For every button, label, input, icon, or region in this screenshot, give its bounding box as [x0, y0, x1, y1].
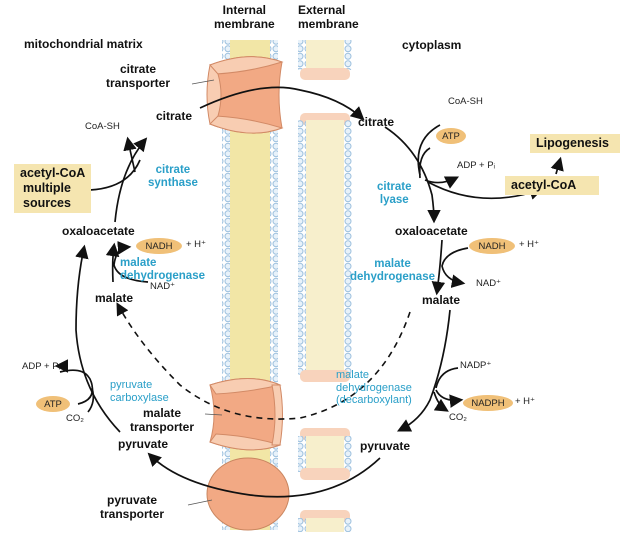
- matrix-atp-oval: ATP: [36, 396, 70, 412]
- cyto-nadh-oval: NADH: [469, 238, 515, 254]
- matrix-label: mitochondrial matrix: [24, 37, 143, 51]
- matrix-nadh-oval: NADH: [136, 238, 182, 254]
- lipogenesis-box: Lipogenesis: [530, 134, 620, 153]
- citrate-transporter-shape: [206, 56, 284, 134]
- matrix-coa-sh: CoA-SH: [85, 121, 120, 132]
- pathway-arrows: [54, 86, 564, 498]
- cyto-nadph-oval: NADPH: [463, 395, 513, 411]
- cyto-coa-sh: CoA-SH: [448, 96, 483, 107]
- malate-dashed-arrow: [116, 302, 411, 420]
- cyto-h-plus: + H⁺: [519, 239, 540, 250]
- matrix-oxaloacetate: oxaloacetate: [62, 224, 135, 238]
- cyto-co2: CO₂: [449, 412, 467, 423]
- matrix-nad: NAD⁺: [150, 281, 176, 292]
- cyto-oxaloacetate: oxaloacetate: [395, 224, 468, 238]
- matrix-citrate: citrate: [156, 109, 193, 123]
- cyto-acetyl-coa-box: acetyl-CoA: [505, 176, 599, 195]
- cyto-pyruvate: pyruvate: [360, 439, 411, 453]
- cyto-citrate: citrate: [358, 115, 395, 129]
- matrix-co2: CO₂: [66, 413, 84, 424]
- cyto-nad: NAD⁺: [476, 278, 502, 289]
- cyto-nadp: NADP⁺: [460, 360, 492, 371]
- cyto-atp-oval: ATP: [436, 128, 466, 144]
- cyto-h-plus-2: + H⁺: [515, 396, 536, 407]
- external-membrane: [298, 40, 352, 532]
- matrix-h-plus: + H⁺: [186, 239, 207, 250]
- cytoplasm-label: cytoplasm: [402, 38, 462, 52]
- matrix-pyruvate: pyruvate: [118, 437, 169, 451]
- malate-transporter-shape: [209, 378, 283, 451]
- matrix-malate: malate: [95, 291, 134, 305]
- cyto-adp-pi: ADP + Pᵢ: [457, 160, 496, 171]
- cyto-malate: malate: [422, 293, 461, 307]
- acetyl-coa-sources-box: acetyl-CoA multiple sources: [14, 164, 92, 213]
- matrix-adp-pi: ADP + Pᵢ: [22, 361, 61, 372]
